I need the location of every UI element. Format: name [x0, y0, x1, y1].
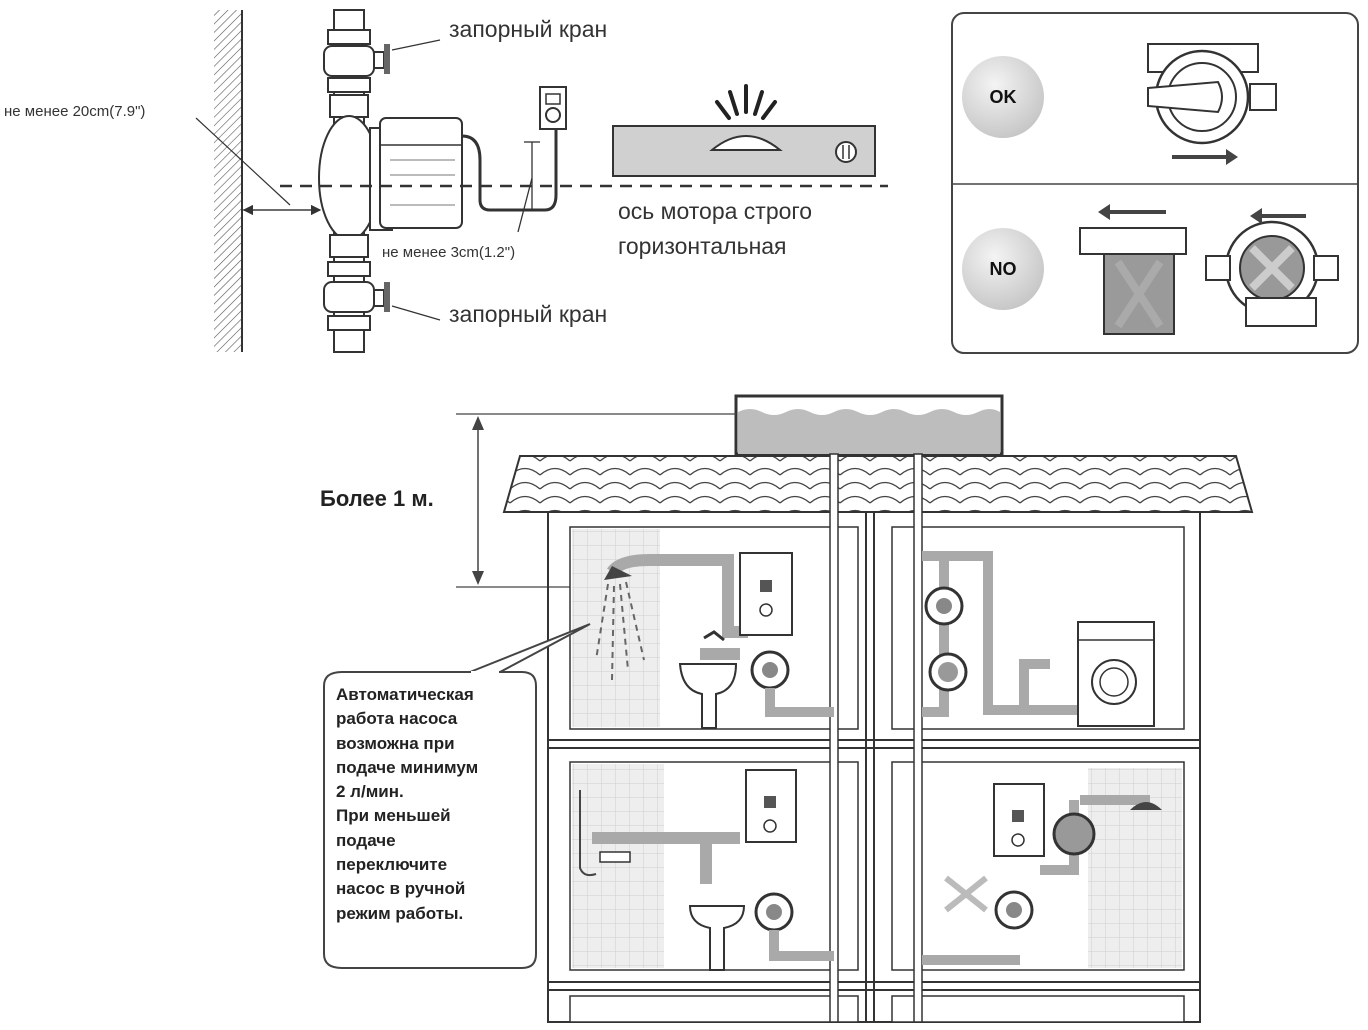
room-bottom-left — [579, 769, 834, 971]
top-shutoff-valve — [323, 29, 390, 93]
callout-line: Автоматическая — [336, 685, 474, 704]
pump-wrong-orientation-vertical — [1079, 204, 1187, 335]
axis-label-line2: горизонтальная — [618, 233, 787, 259]
water-heater — [739, 552, 793, 636]
callout-line: насос в ручной — [336, 879, 466, 899]
orientation-panel — [951, 12, 1359, 354]
power-socket — [539, 86, 567, 130]
power-cable — [461, 120, 558, 212]
pump-bottom-right-top — [1052, 812, 1096, 856]
callout-bubble — [323, 671, 537, 969]
ok-label: OK — [989, 86, 1017, 107]
house-diagram — [323, 394, 1254, 1023]
no-label: NO — [989, 258, 1017, 279]
pump-body — [318, 94, 463, 258]
wall-distance-label: не менее 20cm(7.9") — [4, 103, 146, 120]
room-top-left — [595, 552, 834, 729]
room-bottom-right — [922, 783, 1162, 965]
gap-label: не менее 3cm(1.2") — [382, 244, 516, 261]
bottom-shutoff-valve — [323, 261, 390, 331]
callout-line: подаче — [336, 830, 396, 850]
level-bubble-rays — [715, 84, 777, 120]
bottom-valve-label: запорный кран — [449, 301, 608, 327]
room-top-right — [922, 551, 1155, 727]
callout-text: Автоматическая работа насоса возможна пр… — [336, 683, 526, 926]
no-badge: NO — [962, 228, 1044, 310]
top-valve-label: запорный кран — [449, 16, 608, 42]
callout-line: При меньшей — [336, 806, 451, 826]
pump-mounting-diagram — [195, 9, 888, 353]
callout-line: возможна при — [336, 733, 455, 753]
callout-line: 2 л/мин. — [336, 782, 404, 802]
callout-line: режим работы. — [336, 903, 464, 923]
wall — [214, 10, 242, 352]
shower-spray — [595, 581, 645, 681]
spirit-level — [612, 84, 876, 177]
axis-label-line1: ось мотора строго — [618, 198, 813, 224]
roof — [502, 455, 1254, 513]
ok-badge: OK — [962, 56, 1044, 138]
callout-line: работа насоса — [336, 709, 458, 729]
callout-line: подаче минимум — [336, 757, 479, 777]
height-label: Более 1 м. — [320, 486, 434, 511]
pump-wrong-orientation-rotated — [1205, 208, 1339, 327]
callout-line: переключите — [336, 855, 448, 875]
pump-correct-orientation — [1147, 43, 1277, 165]
water-tank — [734, 394, 1004, 456]
